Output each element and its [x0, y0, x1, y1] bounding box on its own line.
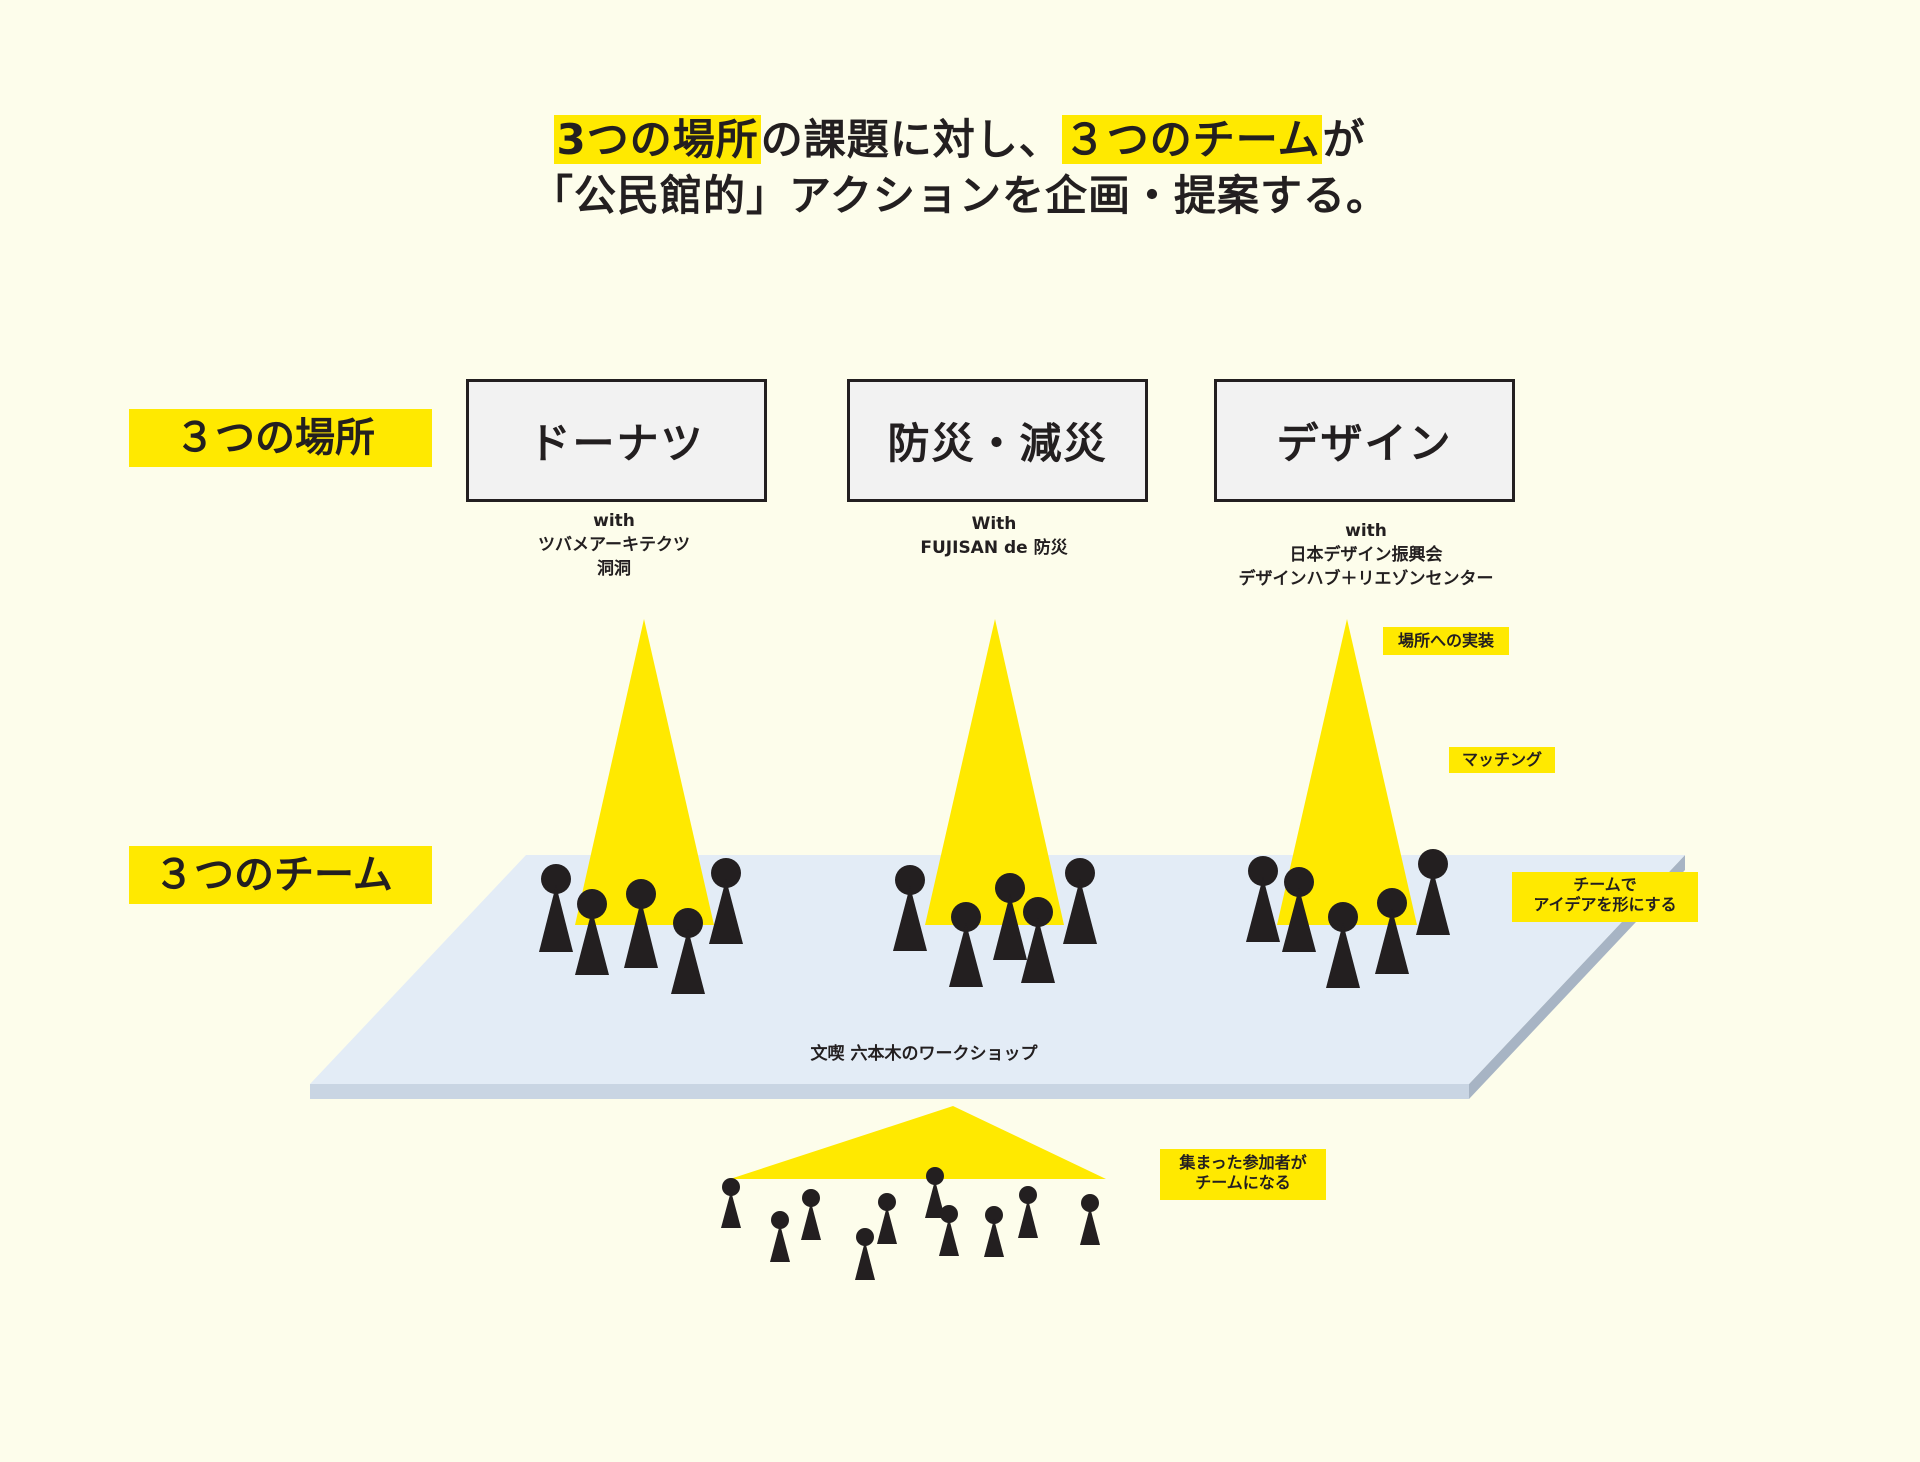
tag-participants: 集まった参加者が チームになる [1160, 1149, 1326, 1200]
spotlight-beam-donut [575, 619, 714, 925]
tag-shaping: チームで アイデアを形にする [1512, 872, 1698, 922]
partner-design: with 日本デザイン振興会 デザインハブ＋リエゾンセンター [1238, 521, 1494, 589]
person-icon [877, 1193, 897, 1244]
person-icon [624, 879, 658, 968]
partner-disaster: With FUJISAN de 防災 [920, 514, 1068, 558]
headline-line-1: 3つの場所の課題に対し、３つのチームが [0, 112, 1920, 168]
platform-front-edge [310, 1084, 1469, 1099]
team-design [1246, 849, 1450, 988]
headline-text: の課題に対し、 [760, 115, 1062, 164]
person-icon [1375, 888, 1409, 974]
person-icon [721, 1178, 741, 1228]
tag-implementation: 場所への実装 [1383, 627, 1509, 655]
person-icon [1018, 1186, 1038, 1238]
headline: 3つの場所の課題に対し、３つのチームが 「公民館的」アクションを企画・提案する。 [0, 112, 1920, 224]
participants [721, 1167, 1100, 1280]
person-icon [1416, 849, 1450, 935]
platform-caption: 文喫 六本木のワークショップ [810, 1044, 1038, 1064]
row-label-places: ３つの場所 [129, 409, 432, 467]
spotlight-beam-design [1277, 619, 1417, 925]
spotlight-beam-disaster [925, 619, 1064, 925]
team-donut [539, 858, 743, 994]
partner-donut: with ツバメアーキテクツ 洞洞 [538, 511, 690, 579]
person-icon [709, 858, 743, 944]
person-icon [1326, 902, 1360, 988]
person-icon [893, 865, 927, 951]
person-icon [1063, 858, 1097, 944]
person-icon [925, 1167, 945, 1218]
person-icon [575, 889, 609, 975]
headline-highlight-places: 3つの場所 [554, 115, 761, 164]
person-icon [1080, 1194, 1100, 1245]
person-icon [984, 1206, 1004, 1257]
place-box-donut: ドーナツ [466, 379, 767, 502]
person-icon [949, 902, 983, 987]
gathering-beam [730, 1106, 1106, 1179]
person-icon [1282, 867, 1316, 952]
person-icon [1021, 897, 1055, 983]
person-icon [939, 1205, 959, 1256]
headline-text-end: が [1322, 115, 1366, 164]
person-icon [671, 908, 705, 994]
row-label-teams: ３つのチーム [129, 846, 432, 904]
place-box-disaster: 防災・減災 [847, 379, 1148, 502]
tag-matching: マッチング [1449, 747, 1555, 773]
person-icon [539, 864, 573, 952]
headline-highlight-teams: ３つのチーム [1061, 115, 1323, 164]
place-box-design: デザイン [1214, 379, 1515, 502]
person-icon [1246, 856, 1280, 942]
team-disaster [893, 858, 1097, 987]
person-icon [855, 1228, 875, 1280]
person-icon [770, 1211, 790, 1262]
person-icon [993, 873, 1027, 960]
person-icon [801, 1189, 821, 1240]
headline-line-2: 「公民館的」アクションを企画・提案する。 [531, 171, 1389, 220]
